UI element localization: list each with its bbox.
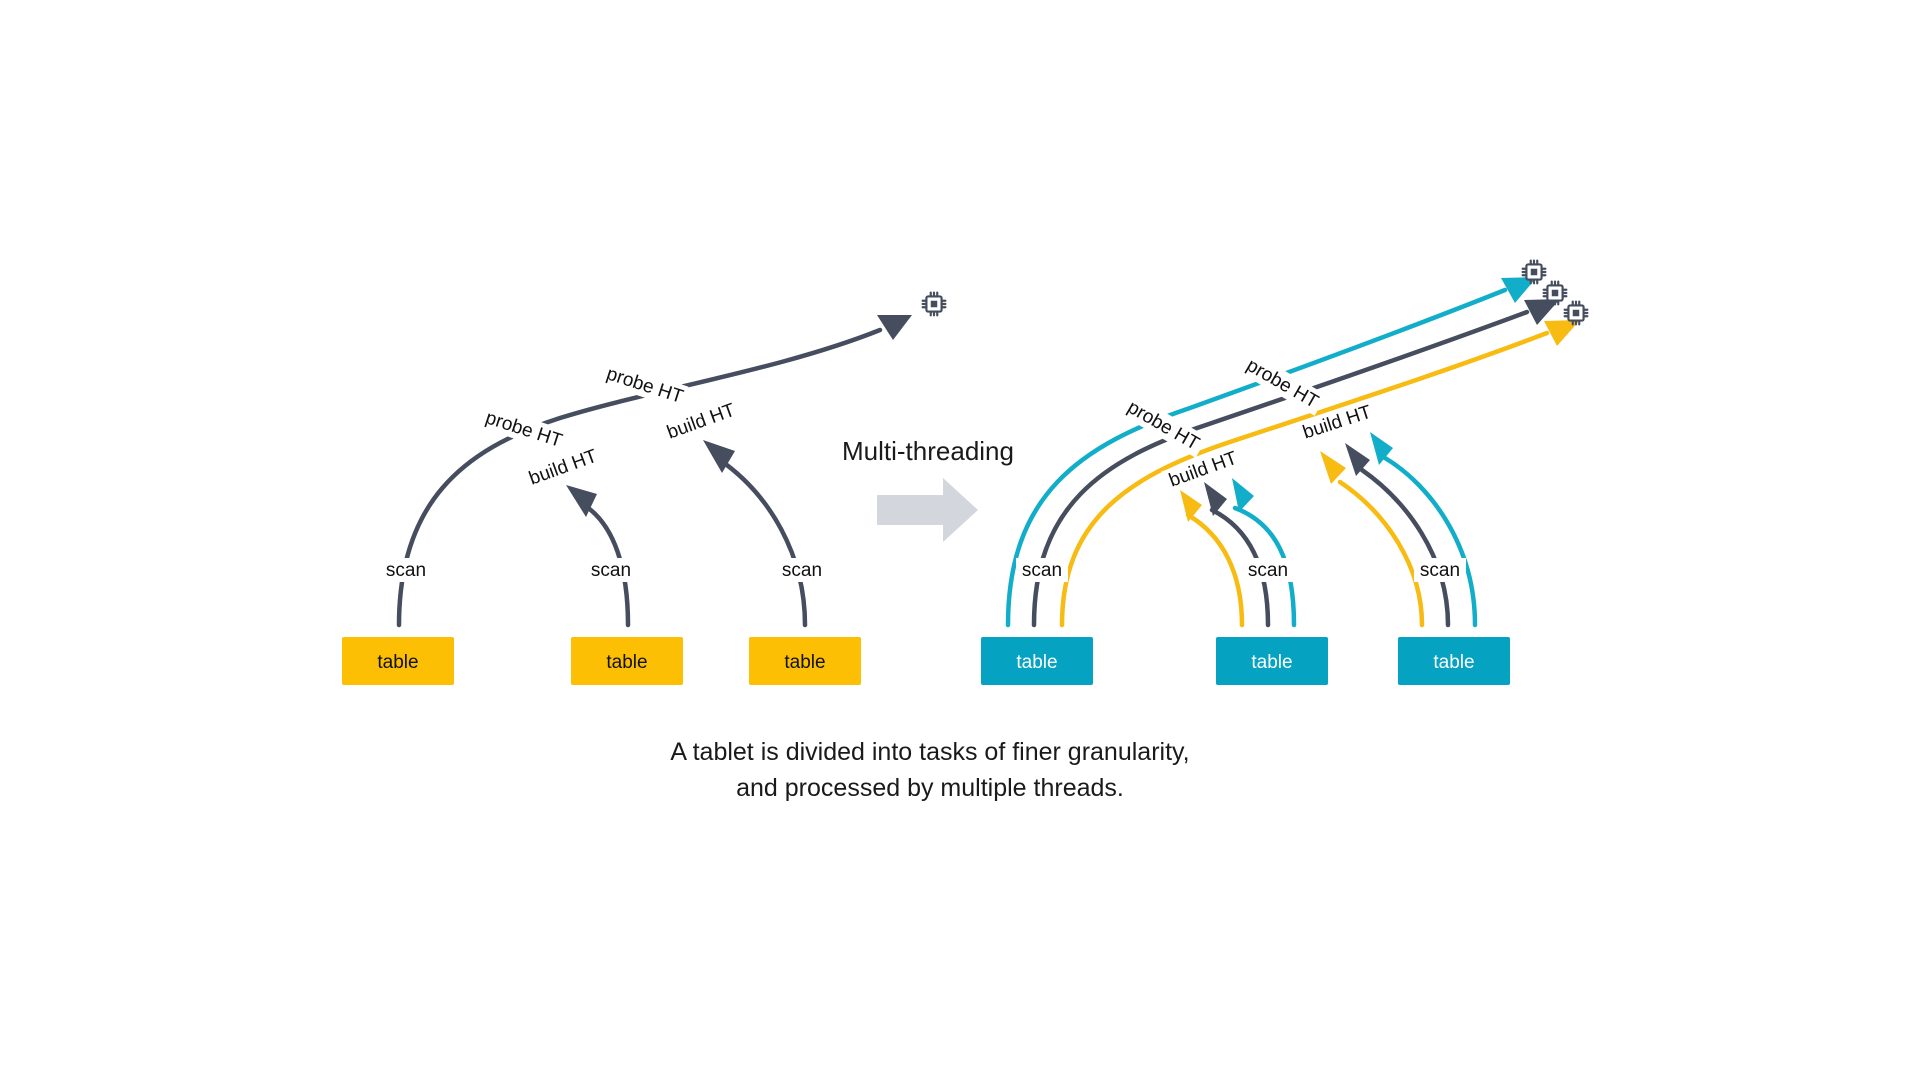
table-label: table [377, 652, 418, 673]
scan-label: scan [1248, 560, 1288, 581]
cpu-icon [1521, 259, 1547, 285]
table-node: table [981, 637, 1093, 685]
arrowhead [566, 485, 597, 517]
table-node: table [571, 637, 683, 685]
thread-path-teal [1382, 455, 1478, 628]
left-build-path-2 [703, 440, 808, 628]
arrowhead [1345, 443, 1370, 476]
cpu-icon [921, 291, 947, 317]
left-build-path-1 [566, 485, 631, 628]
scan-label: scan [386, 560, 426, 581]
thread-path-gold [1337, 479, 1425, 628]
arrowhead [1544, 320, 1580, 346]
table-node: table [1398, 637, 1510, 685]
right-arrow-icon [877, 478, 978, 542]
transition-label: Multi-threading [842, 436, 1014, 466]
arrowhead [1232, 478, 1254, 512]
right-pipeline: scan scan scan build HT build HT probe H… [981, 259, 1589, 685]
left-pipeline: scan scan scan build HT build HT probe H… [342, 291, 947, 685]
cpu-icon [1542, 280, 1568, 306]
arrowhead [1204, 482, 1227, 516]
table-label: table [1251, 652, 1292, 673]
scan-label: scan [782, 560, 822, 581]
scan-label: scan [591, 560, 631, 581]
build-ht-label: build HT [1166, 448, 1240, 492]
thread-path-dark [1209, 507, 1271, 628]
arrowhead [1370, 432, 1393, 465]
arrowhead [1320, 451, 1346, 484]
arrowhead [1524, 299, 1560, 325]
table-label: table [1433, 652, 1474, 673]
table-label: table [606, 652, 647, 673]
table-node: table [749, 637, 861, 685]
table-label: table [784, 652, 825, 673]
thread-path-dark [1031, 309, 1530, 628]
cpu-icon [1563, 300, 1589, 326]
thread-path-gold [1059, 330, 1550, 628]
thread-path-gold [1185, 512, 1245, 628]
arrowhead [1180, 490, 1202, 522]
build-ht-label: build HT [526, 446, 600, 490]
thread-path-teal [1232, 505, 1297, 628]
caption-line-2: and processed by multiple threads. [736, 774, 1124, 802]
scan-label: scan [1420, 560, 1460, 581]
left-main-path [396, 315, 912, 628]
table-node: table [342, 637, 454, 685]
thread-path-dark [1359, 467, 1451, 628]
table-node: table [1216, 637, 1328, 685]
arrowhead [877, 315, 912, 340]
scan-label: scan [1022, 560, 1062, 581]
arrowhead [1501, 277, 1537, 303]
thread-path-teal [1005, 287, 1508, 628]
arrowhead [703, 440, 735, 473]
caption-line-1: A tablet is divided into tasks of finer … [670, 738, 1189, 766]
table-label: table [1016, 652, 1057, 673]
